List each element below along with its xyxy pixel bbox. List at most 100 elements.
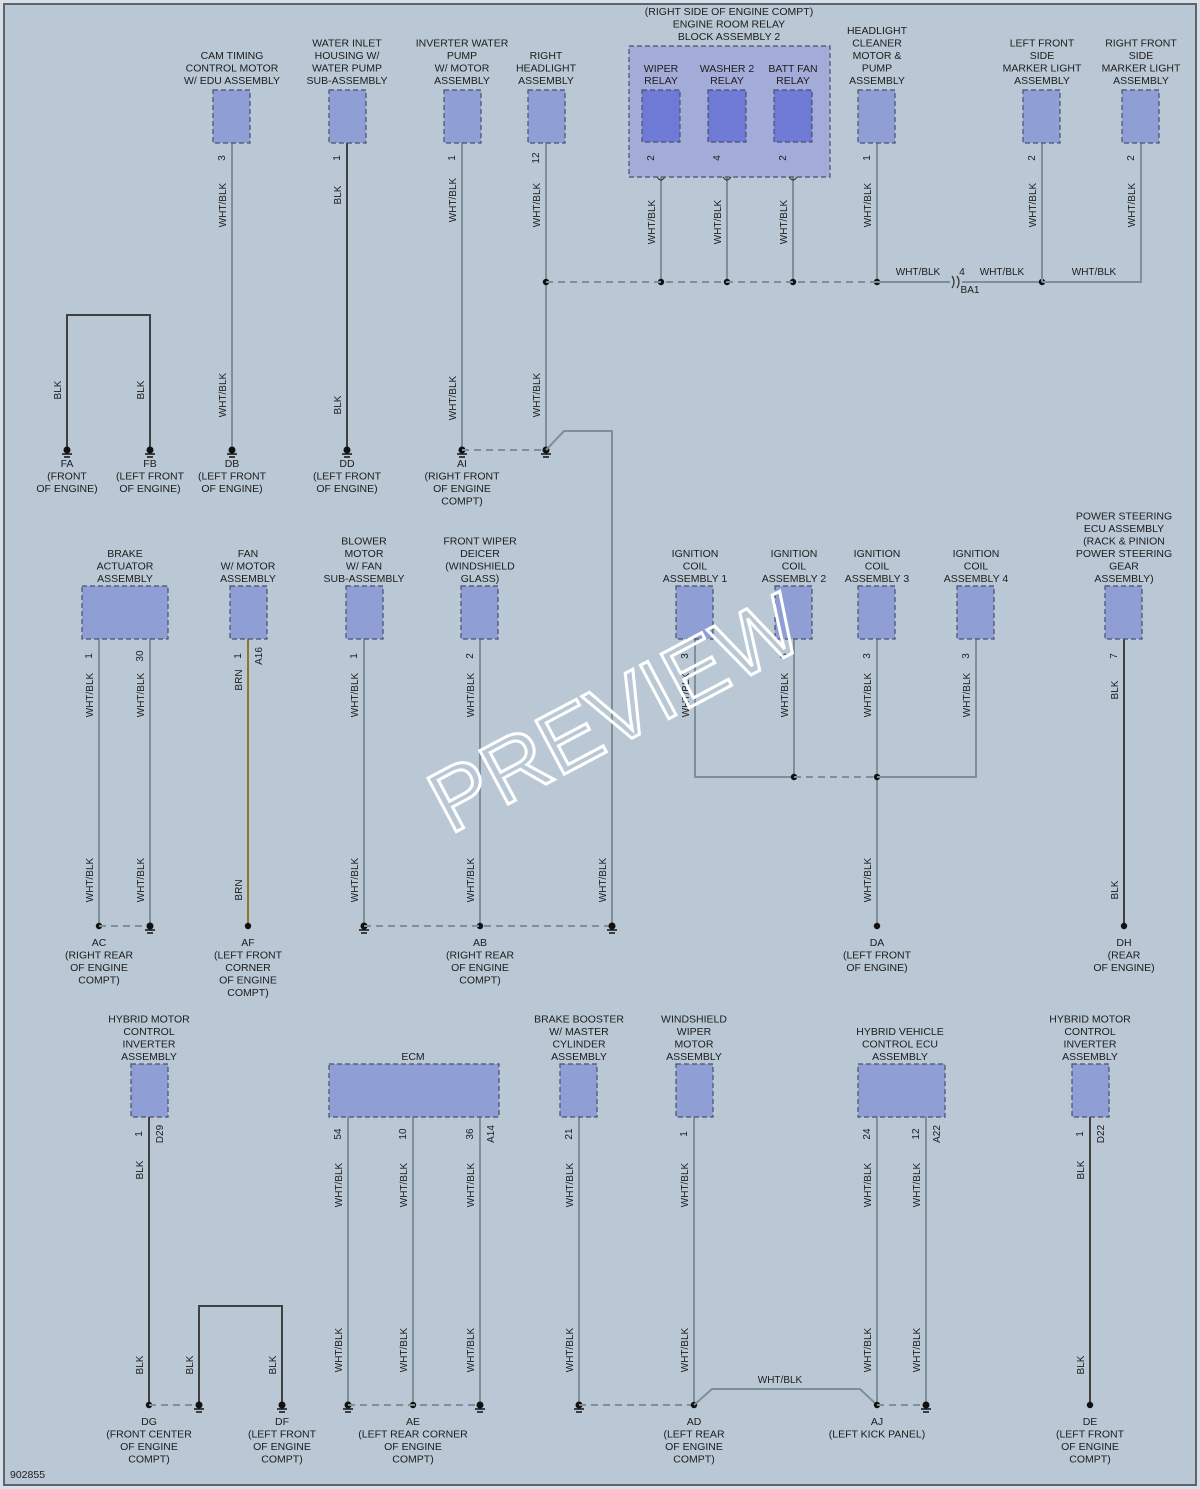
ground-location: COMPT): [441, 496, 482, 508]
label: POWER STEERING: [1076, 548, 1172, 560]
label: ASSEMBLY 1: [663, 573, 728, 585]
label: HOUSING W/: [315, 50, 380, 62]
wire: [693, 1388, 878, 1406]
label: ASSEMBLY: [872, 1051, 928, 1063]
pin-number: 2: [1126, 155, 1137, 161]
label: IGNITION: [953, 548, 1000, 560]
label: CYLINDER: [552, 1039, 606, 1051]
connector-id: A16: [254, 647, 265, 665]
label: DEICER: [460, 548, 500, 560]
component-box: [460, 585, 499, 640]
ground-location: OF ENGINE: [451, 962, 509, 974]
pin-number: 54: [333, 1128, 344, 1140]
pin-number: 3: [862, 653, 873, 659]
label: PUMP: [862, 63, 892, 75]
component-box: [130, 1063, 169, 1118]
wire-color-label: WHT/BLK: [863, 182, 874, 227]
ground-location: (LEFT FRONT: [116, 471, 185, 483]
pin-number: 4: [959, 267, 965, 278]
wire-color-label: BLK: [135, 1160, 146, 1179]
label: HEADLIGHT: [516, 63, 577, 75]
wire-color-label: BLK: [1110, 880, 1121, 899]
pin-number: 1: [1075, 1131, 1086, 1137]
wire-color-label: BLK: [136, 380, 147, 399]
splice-dot: [1120, 922, 1128, 930]
ground-node: [343, 446, 351, 454]
pin-number: 7: [1109, 653, 1120, 659]
label: MOTOR: [675, 1039, 714, 1051]
pin-number: 30: [135, 650, 146, 662]
ground-location: (RIGHT FRONT: [424, 471, 500, 483]
label: W/ MOTOR: [435, 63, 490, 75]
component-box: [443, 89, 482, 144]
wire-color-label: WHT/BLK: [598, 857, 609, 902]
label: INVERTER WATER: [416, 38, 509, 50]
inline-connector: [951, 275, 960, 289]
splice-dot: [244, 922, 252, 930]
label: LEFT FRONT: [1010, 38, 1075, 50]
label: ECU ASSEMBLY: [1084, 523, 1164, 535]
wire-color-label: WHT/BLK: [218, 182, 229, 227]
ground-location: OF ENGINE: [1061, 1441, 1119, 1453]
wire-color-label: WHT/BLK: [1127, 182, 1138, 227]
wire-color-label: WHT/BLK: [448, 177, 459, 222]
label: CLEANER: [852, 38, 902, 50]
label: IGNITION: [771, 548, 818, 560]
label: IGNITION: [672, 548, 719, 560]
ground-id: DD: [339, 458, 355, 470]
label: MARKER LIGHT: [1003, 63, 1082, 75]
ground-node: [195, 1401, 203, 1409]
ground-location: (RIGHT REAR: [65, 950, 133, 962]
relay-label: RELAY: [644, 75, 678, 87]
label: ASSEMBLY): [1094, 573, 1153, 585]
label: ASSEMBLY 2: [762, 573, 827, 585]
label: HYBRID MOTOR: [1049, 1014, 1131, 1026]
pin-number: 1: [447, 155, 458, 161]
connector-id: A22: [932, 1125, 943, 1143]
wire-color-label: WHT/BLK: [780, 672, 791, 717]
wire-color-label: WHT/BLK: [912, 1327, 923, 1372]
pin-number: 1: [679, 1131, 690, 1137]
wire-color-label: WHT/BLK: [980, 267, 1025, 278]
wire-color-label: WHT/BLK: [779, 199, 790, 244]
wire-color-label: WHT/BLK: [863, 672, 874, 717]
label: RIGHT FRONT: [1105, 38, 1177, 50]
ground-location: OF ENGINE: [665, 1441, 723, 1453]
wire: [877, 639, 977, 778]
wire-color-label: WHT/BLK: [565, 1327, 576, 1372]
wire-color-label: WHT/BLK: [85, 857, 96, 902]
ground-location: (LEFT FRONT: [248, 1429, 317, 1441]
label: ASSEMBLY 3: [845, 573, 910, 585]
connector-id: D29: [155, 1124, 166, 1143]
relay-box: [707, 89, 747, 143]
label: COIL: [683, 561, 708, 573]
wire: [545, 430, 613, 926]
label: ASSEMBLY: [434, 75, 490, 87]
ground-id: AI: [457, 458, 467, 470]
component-box: [857, 1063, 946, 1118]
pin-number: 36: [465, 1128, 476, 1140]
wire-color-label: WHT/BLK: [681, 672, 692, 717]
pin-number: 12: [911, 1128, 922, 1140]
ground-location: COMPT): [128, 1454, 169, 1466]
ground-location: COMPT): [392, 1454, 433, 1466]
pin-number: 3: [680, 653, 691, 659]
ground-location: OF ENGINE): [119, 483, 180, 495]
ground-location: OF ENGINE: [433, 483, 491, 495]
component-box: [527, 89, 566, 144]
wire-color-label: WHT/BLK: [350, 857, 361, 902]
label: FRONT WIPER: [443, 536, 517, 548]
ground-id: DG: [141, 1416, 157, 1428]
relay-label: RELAY: [710, 75, 744, 87]
wire-color-label: WHT/BLK: [680, 1162, 691, 1207]
ground-location: (LEFT FRONT: [214, 950, 283, 962]
wire-color-label: WHT/BLK: [85, 672, 96, 717]
ground-id: AJ: [871, 1416, 883, 1428]
wire-color-label: BLK: [185, 1355, 196, 1374]
label: ASSEMBLY: [121, 1051, 177, 1063]
ground-node: [476, 1401, 484, 1409]
wire: [66, 314, 151, 450]
label: ECM: [401, 1051, 424, 1063]
wire-color-label: WHT/BLK: [350, 672, 361, 717]
ground-location: (LEFT FRONT: [198, 471, 267, 483]
